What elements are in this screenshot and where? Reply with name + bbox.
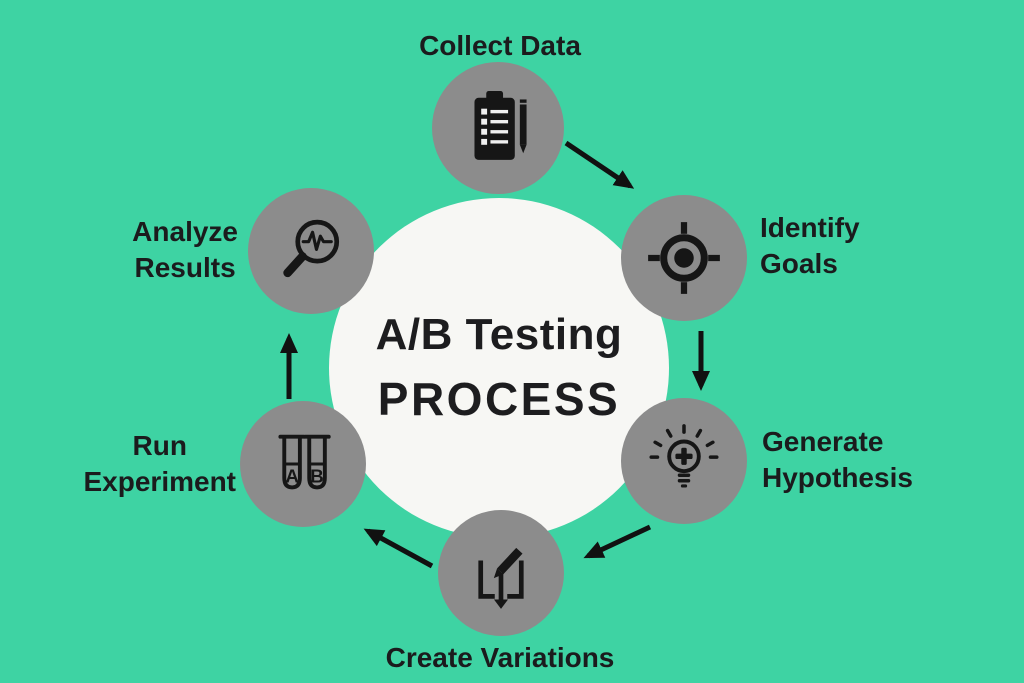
edit-box-down-arrow-icon (478, 547, 524, 609)
step-label-run-experiment: Run Experiment (83, 430, 237, 497)
step-node-identify-goals (621, 195, 747, 321)
ab-test-tubes-icon: A B (278, 434, 331, 490)
lightbulb-plus-icon (649, 424, 719, 488)
arrow-create-to-run (363, 528, 434, 569)
diagram-title-line1: A/B Testing (375, 310, 623, 359)
step-node-generate-hypothesis (621, 398, 747, 524)
arrow-generate-to-create (583, 524, 652, 559)
step-label-analyze-results: Analyze Results (132, 216, 238, 283)
step-label-generate-hypothesis: Generate Hypothesis (762, 426, 913, 493)
step-node-analyze-results (248, 188, 374, 314)
tube-letter-a: A (285, 466, 299, 487)
tube-letter-b: B (310, 466, 324, 487)
diagram-title-line2: PROCESS (377, 373, 621, 425)
target-icon (648, 222, 720, 294)
step-node-create-variations (438, 510, 564, 636)
step-label-collect-data: Collect Data (419, 30, 581, 61)
step-node-run-experiment: A B (240, 401, 366, 527)
magnifier-waveform-icon (283, 219, 340, 278)
arrow-collect-to-identify (564, 140, 635, 189)
step-node-collect-data (432, 62, 564, 194)
clipboard-checklist-icon (474, 91, 527, 160)
step-label-create-variations: Create Variations (385, 642, 615, 673)
center-circle: A/B Testing PROCESS (329, 198, 669, 538)
step-label-identify-goals: Identify Goals (760, 212, 860, 279)
